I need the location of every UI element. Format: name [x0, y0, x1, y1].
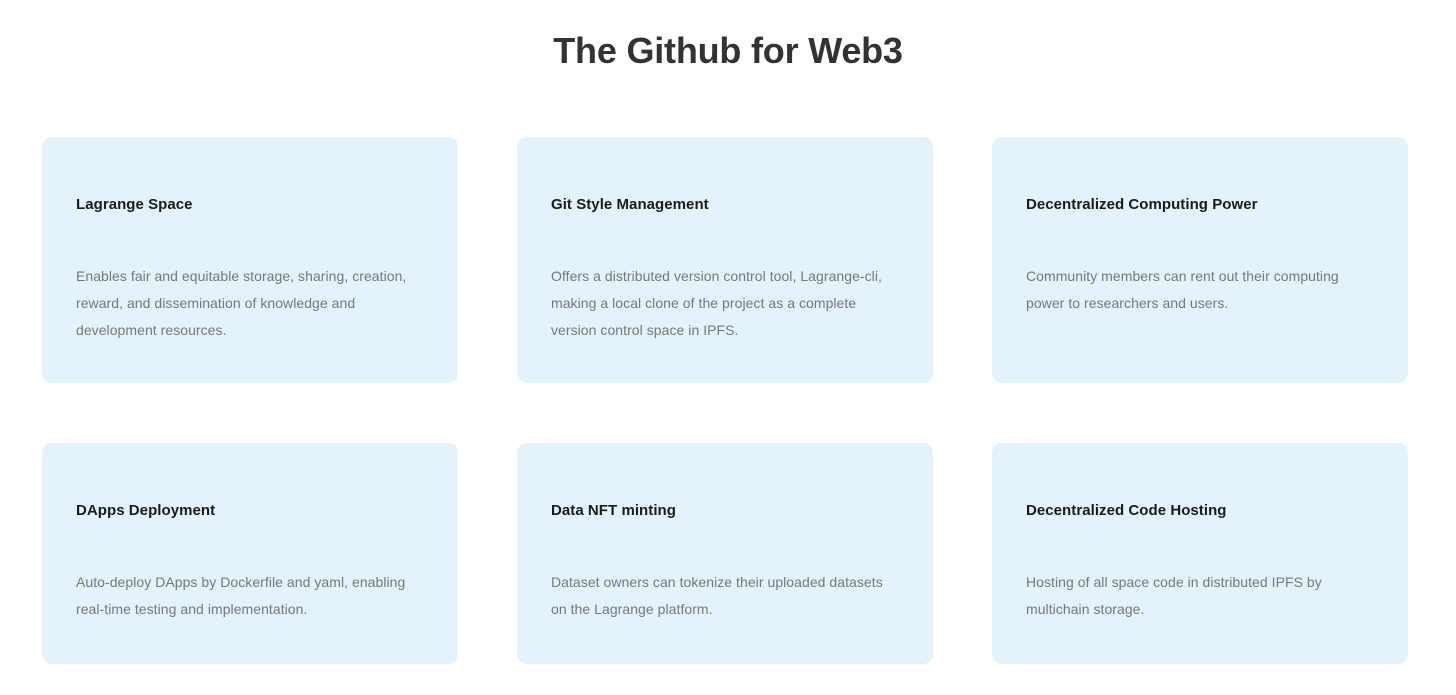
feature-card-decentralized-computing-power[interactable]: Decentralized Computing Power Community …: [992, 137, 1408, 383]
feature-card-decentralized-code-hosting[interactable]: Decentralized Code Hosting Hosting of al…: [992, 443, 1408, 664]
feature-card-data-nft-minting[interactable]: Data NFT minting Dataset owners can toke…: [517, 443, 933, 664]
feature-card-title: Decentralized Code Hosting: [1026, 502, 1227, 519]
feature-card-dapps-deployment[interactable]: DApps Deployment Auto-deploy DApps by Do…: [42, 443, 458, 664]
feature-card-git-style-management[interactable]: Git Style Management Offers a distribute…: [517, 137, 933, 383]
feature-card-grid: Lagrange Space Enables fair and equitabl…: [42, 137, 1408, 664]
feature-card-description: Auto-deploy DApps by Dockerfile and yaml…: [76, 574, 406, 617]
feature-card-description: Enables fair and equitable storage, shar…: [76, 268, 407, 338]
feature-card-description: Offers a distributed version control too…: [551, 268, 882, 338]
feature-card-description: Hosting of all space code in distributed…: [1026, 574, 1322, 617]
feature-card-title: Data NFT minting: [551, 502, 676, 519]
feature-card-lagrange-space[interactable]: Lagrange Space Enables fair and equitabl…: [42, 137, 458, 383]
feature-card-title: Git Style Management: [551, 196, 709, 213]
feature-card-title: Lagrange Space: [76, 196, 193, 213]
page-title: The Github for Web3: [553, 30, 903, 71]
feature-card-title: Decentralized Computing Power: [1026, 196, 1258, 213]
feature-card-title: DApps Deployment: [76, 502, 216, 519]
feature-card-description: Community members can rent out their com…: [1026, 268, 1339, 311]
feature-card-description: Dataset owners can tokenize their upload…: [551, 574, 883, 617]
